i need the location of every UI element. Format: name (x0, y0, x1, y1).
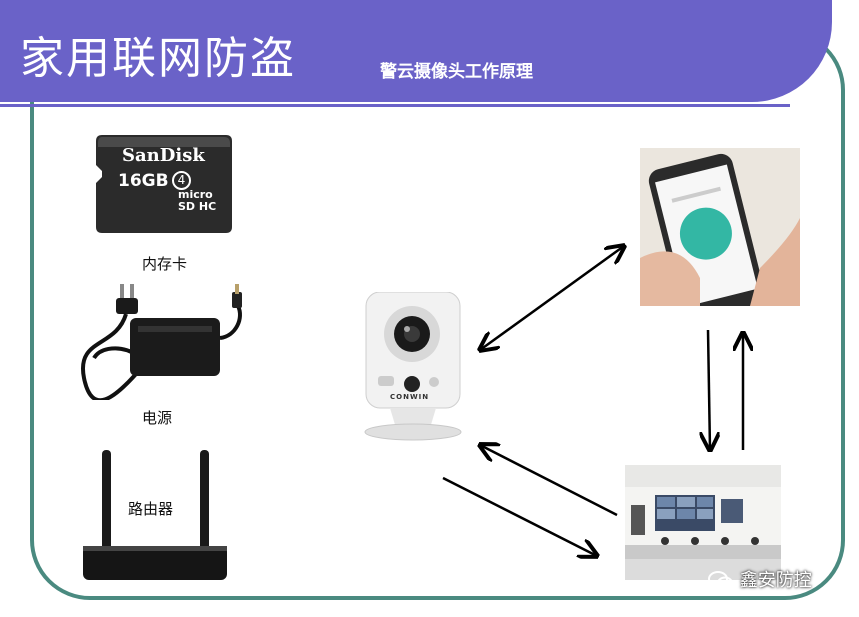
watermark-text: 鑫安防控 (739, 570, 812, 591)
watermark: 鑫安防控 (708, 566, 812, 592)
router-label: 路由器 (128, 500, 174, 518)
camera-image: CONWIN (360, 292, 466, 442)
router-icon (83, 450, 227, 580)
camera-to-center-arrow (442, 476, 597, 556)
sd-card-icon (96, 135, 232, 233)
monitoring-center-image (625, 465, 781, 580)
title-banner: 家用联网防盗 警云摄像头工作原理 (0, 0, 832, 102)
slide-subtitle: 警云摄像头工作原理 (380, 62, 533, 82)
banner-underline (0, 104, 790, 107)
monitoring-center-icon (625, 465, 781, 580)
router-image (80, 448, 230, 582)
slide-title: 家用联网防盗 (20, 33, 296, 84)
sd-card-label: 内存卡 (142, 255, 188, 273)
power-adapter-image (76, 278, 248, 400)
camera-phone-arrow (480, 246, 624, 350)
sd-card-class: 4 (172, 171, 191, 190)
wechat-icon (708, 571, 733, 590)
smartphone-icon (640, 148, 800, 306)
smartphone-image (640, 148, 800, 306)
phone-to-center-arrow (708, 329, 710, 450)
power-label: 电源 (142, 409, 173, 427)
camera-brand: CONWIN (390, 393, 430, 401)
center-to-camera-arrow (480, 445, 618, 517)
sd-card-image: SanDisk 16GB 4 micro SD HC (96, 135, 232, 233)
sd-card-brand: SanDisk (122, 145, 205, 166)
sd-card-capacity: 16GB (118, 171, 169, 191)
sd-card-type: micro SD HC (178, 188, 217, 213)
power-adapter-icon (80, 284, 242, 400)
camera-icon (364, 292, 462, 441)
